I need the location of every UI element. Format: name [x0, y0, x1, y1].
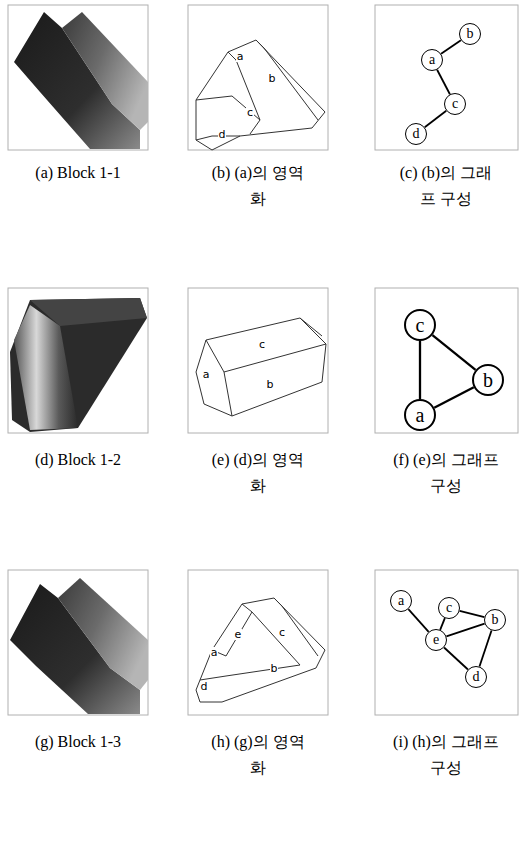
graph-edge	[441, 40, 461, 54]
segmentation-drawing	[196, 40, 326, 702]
region-letter: b	[270, 663, 279, 674]
region-letter: b	[268, 73, 277, 84]
panel-caption: (e) (d)의 영역화	[205, 447, 311, 500]
node-letter: b	[492, 613, 499, 627]
graph-node: e	[425, 629, 447, 651]
node-letter: c	[452, 97, 458, 111]
node-letter: a	[429, 53, 435, 67]
panel-frames	[8, 5, 518, 715]
graph-node: b	[484, 609, 506, 631]
node-letter: a	[398, 594, 404, 608]
node-letter: d	[413, 127, 420, 141]
graph-node: c	[444, 93, 466, 115]
graph-node: c	[404, 309, 436, 341]
region-letter: a	[236, 51, 245, 62]
node-letter: c	[446, 601, 452, 615]
node-letter: b	[483, 370, 493, 390]
region-letter: c	[246, 107, 254, 118]
graph-edge	[432, 335, 475, 370]
graph-edge	[419, 341, 421, 399]
region-letter: b	[266, 379, 275, 390]
panel-caption: (c) (b)의 그래프 구성	[393, 160, 499, 213]
panel-caption: (f) (e)의 그래프 구성	[393, 447, 499, 500]
panel-caption: (d) Block 1-2	[8, 447, 148, 473]
graph-node: b	[459, 23, 481, 45]
node-letter: d	[473, 670, 480, 684]
graph-edge	[479, 630, 491, 666]
region-letter: c	[258, 339, 266, 350]
node-letter: e	[433, 633, 439, 647]
region-letter: d	[200, 681, 209, 692]
graph-edge	[437, 70, 450, 95]
graph-node: b	[472, 364, 504, 396]
graph-node: a	[421, 49, 443, 71]
node-letter: b	[467, 27, 474, 41]
panel-caption: (i) (h)의 그래프 구성	[393, 729, 499, 782]
region-letter: a	[210, 647, 219, 658]
node-letter: a	[416, 405, 425, 425]
panel-caption: (h) (g)의 영역화	[205, 729, 311, 782]
region-letter: d	[218, 129, 227, 140]
region-letter: c	[278, 627, 286, 638]
graph-edge	[425, 111, 447, 128]
graph-edge	[446, 624, 484, 637]
graph-node: d	[465, 666, 487, 688]
graph-edge	[444, 647, 468, 669]
graph-edge	[408, 609, 428, 632]
region-letter: a	[202, 369, 211, 380]
panel-caption: (g) Block 1-3	[8, 729, 148, 755]
graph-edge	[434, 387, 474, 407]
graph-node: a	[390, 590, 412, 612]
graph-node: c	[438, 597, 460, 619]
rendered-block	[10, 12, 148, 714]
node-letter: c	[416, 315, 425, 335]
graph-edge	[460, 611, 485, 617]
panel-caption: (a) Block 1-1	[8, 160, 148, 186]
graph-node: a	[404, 399, 436, 431]
graph-edge	[440, 618, 445, 630]
panel-caption: (b) (a)의 영역화	[205, 160, 311, 213]
graph-node: d	[405, 123, 427, 145]
region-letter: e	[234, 629, 243, 640]
